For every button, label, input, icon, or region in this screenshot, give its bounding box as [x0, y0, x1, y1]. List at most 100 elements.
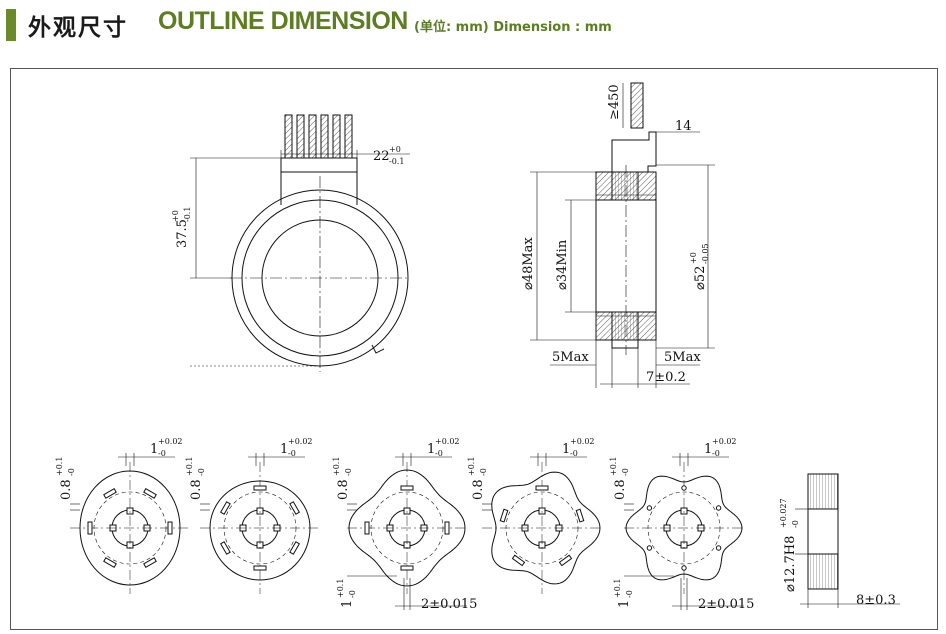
brush-slot [253, 485, 267, 491]
svg-text:-0: -0 [479, 468, 488, 476]
brush-hole [715, 545, 722, 551]
brush-slot [103, 557, 117, 569]
outer-diameter-label: ⌀48Max [521, 237, 536, 290]
slot-width-label: 1 [280, 442, 288, 457]
front-view [190, 114, 410, 372]
svg-text:+0.02: +0.02 [570, 437, 595, 446]
rotor-side-view [795, 473, 900, 608]
radial-gap-label: 0.8 +0.1-0 [467, 457, 488, 500]
svg-text:-0.1: -0.1 [389, 157, 404, 166]
svg-text:+0: +0 [689, 252, 698, 264]
brush-slot [499, 508, 509, 523]
brush-slot [219, 541, 231, 555]
svg-text:-0: -0 [712, 449, 720, 458]
svg-text:+0.1: +0.1 [55, 457, 64, 476]
svg-text:+0: +0 [171, 210, 180, 222]
side-dimensions: ≥450 14 ⌀48Max ⌀34Min ⌀52 +0 -0.05 5Max … [521, 84, 710, 385]
svg-text:⌀12.7H8: ⌀12.7H8 [783, 536, 798, 592]
brush-slot [364, 521, 370, 535]
brush-hole [681, 565, 687, 571]
svg-text:+0.02: +0.02 [435, 437, 460, 446]
right-protrusion-label: 5Max [664, 350, 701, 365]
rotor-view-4: 1+0.02-00.8+0.1-0 [467, 437, 602, 594]
svg-text:0.8: 0.8 [471, 479, 486, 500]
brush-slot [444, 521, 450, 535]
rotor-side-dimensions: ⌀12.7H8 +0.027 -0 8±0.3 [779, 498, 896, 608]
svg-text:+0.1: +0.1 [336, 579, 345, 598]
brush-slot [511, 554, 526, 567]
side-view [530, 82, 715, 388]
svg-text:37.5: 37.5 [175, 219, 190, 248]
brush-slot [558, 554, 573, 567]
svg-text:-0: -0 [791, 520, 800, 528]
svg-text:+0.02: +0.02 [158, 437, 183, 446]
svg-text:0.8: 0.8 [59, 479, 74, 500]
header-title-en: OUTLINE DIMENSION [158, 7, 408, 35]
key-width-label: 2±0.015 [421, 597, 477, 612]
svg-text:0.8: 0.8 [336, 479, 351, 500]
svg-text:-0: -0 [288, 449, 296, 458]
svg-text:+0: +0 [389, 145, 401, 154]
thickness-label: 7±0.2 [646, 370, 686, 385]
key-width-label: 2±0.015 [698, 597, 754, 612]
svg-text:+0.02: +0.02 [288, 437, 313, 446]
front-width-dimension: 22 +0 -0.1 [373, 145, 404, 166]
brush-slot [87, 521, 93, 535]
svg-text:-0: -0 [348, 590, 357, 598]
front-height-dimension: 37.5 +0 -0.1 [171, 207, 192, 248]
mount-diameter-label: ⌀52 +0 -0.05 [689, 243, 710, 290]
brush-hole [681, 485, 687, 491]
radial-gap-label: 0.8+0.1-0 [185, 457, 206, 500]
radial-gap-label: 0.8+0.1-0 [332, 457, 353, 500]
lead-length-label: ≥450 [607, 84, 622, 120]
brush-slot [253, 565, 267, 571]
header-title-zh: 外观尺寸 [28, 15, 128, 41]
radial-gap-label: 0.8 +0.1-0 [55, 457, 76, 500]
slot-width-label: 1 [704, 442, 712, 457]
brush-slot [143, 487, 157, 499]
brush-hole [715, 505, 722, 511]
svg-text:⌀52: ⌀52 [693, 266, 708, 290]
brush-hole [646, 505, 653, 511]
brush-slot [289, 501, 301, 515]
brush-slot [219, 501, 231, 515]
svg-text:-0.05: -0.05 [701, 243, 710, 264]
brush-slot [535, 485, 549, 491]
svg-text:-0: -0 [435, 449, 443, 458]
lead-wires [284, 114, 353, 159]
brush-slot [143, 557, 157, 569]
radial-gap-label: 0.8+0.1-0 [609, 457, 630, 500]
rotor-view-2: 1+0.02-00.8+0.1-0 [185, 437, 320, 594]
top-width-label: 14 [675, 119, 692, 134]
rotor-view-5: 1+0.02-00.8+0.1-01+0.1-02±0.015 [609, 437, 754, 612]
svg-text:-0: -0 [625, 590, 634, 598]
svg-text:-0: -0 [197, 468, 206, 476]
header-accent-bar [6, 9, 16, 41]
brush-hole [646, 545, 653, 551]
svg-text:-0: -0 [158, 449, 166, 458]
svg-text:+0.1: +0.1 [332, 457, 341, 476]
bore-diameter-label: ⌀34Min [555, 239, 570, 290]
slot-width-label: 1 [150, 442, 158, 457]
rotor-views: 1+0.02-00.8+0.1-01+0.02-00.8+0.1-01+0.02… [55, 437, 754, 612]
bottom-gap-label: 1+0.1-0 [613, 579, 634, 608]
svg-text:0.8: 0.8 [189, 479, 204, 500]
svg-text:0.8: 0.8 [613, 479, 628, 500]
svg-text:+0.1: +0.1 [467, 457, 476, 476]
svg-text:-0: -0 [621, 468, 630, 476]
svg-text:+0.027: +0.027 [779, 498, 788, 528]
header-subtitle: (单位: mm) Dimension : mm [414, 20, 612, 35]
svg-text:-0: -0 [570, 449, 578, 458]
page-header: 外观尺寸 OUTLINE DIMENSION (单位: mm) Dimensio… [0, 0, 946, 44]
svg-text:22: 22 [373, 149, 390, 164]
drawing-frame [10, 68, 938, 630]
rotor-view-1: 1+0.02-00.8+0.1-0 [55, 437, 190, 594]
svg-text:-0: -0 [67, 468, 76, 476]
svg-text:8±0.3: 8±0.3 [856, 593, 896, 608]
lead-cable [630, 82, 644, 129]
brush-slot [103, 487, 117, 499]
brush-slot [167, 521, 173, 535]
svg-text:-0.1: -0.1 [183, 207, 192, 222]
brush-slot [400, 485, 414, 491]
